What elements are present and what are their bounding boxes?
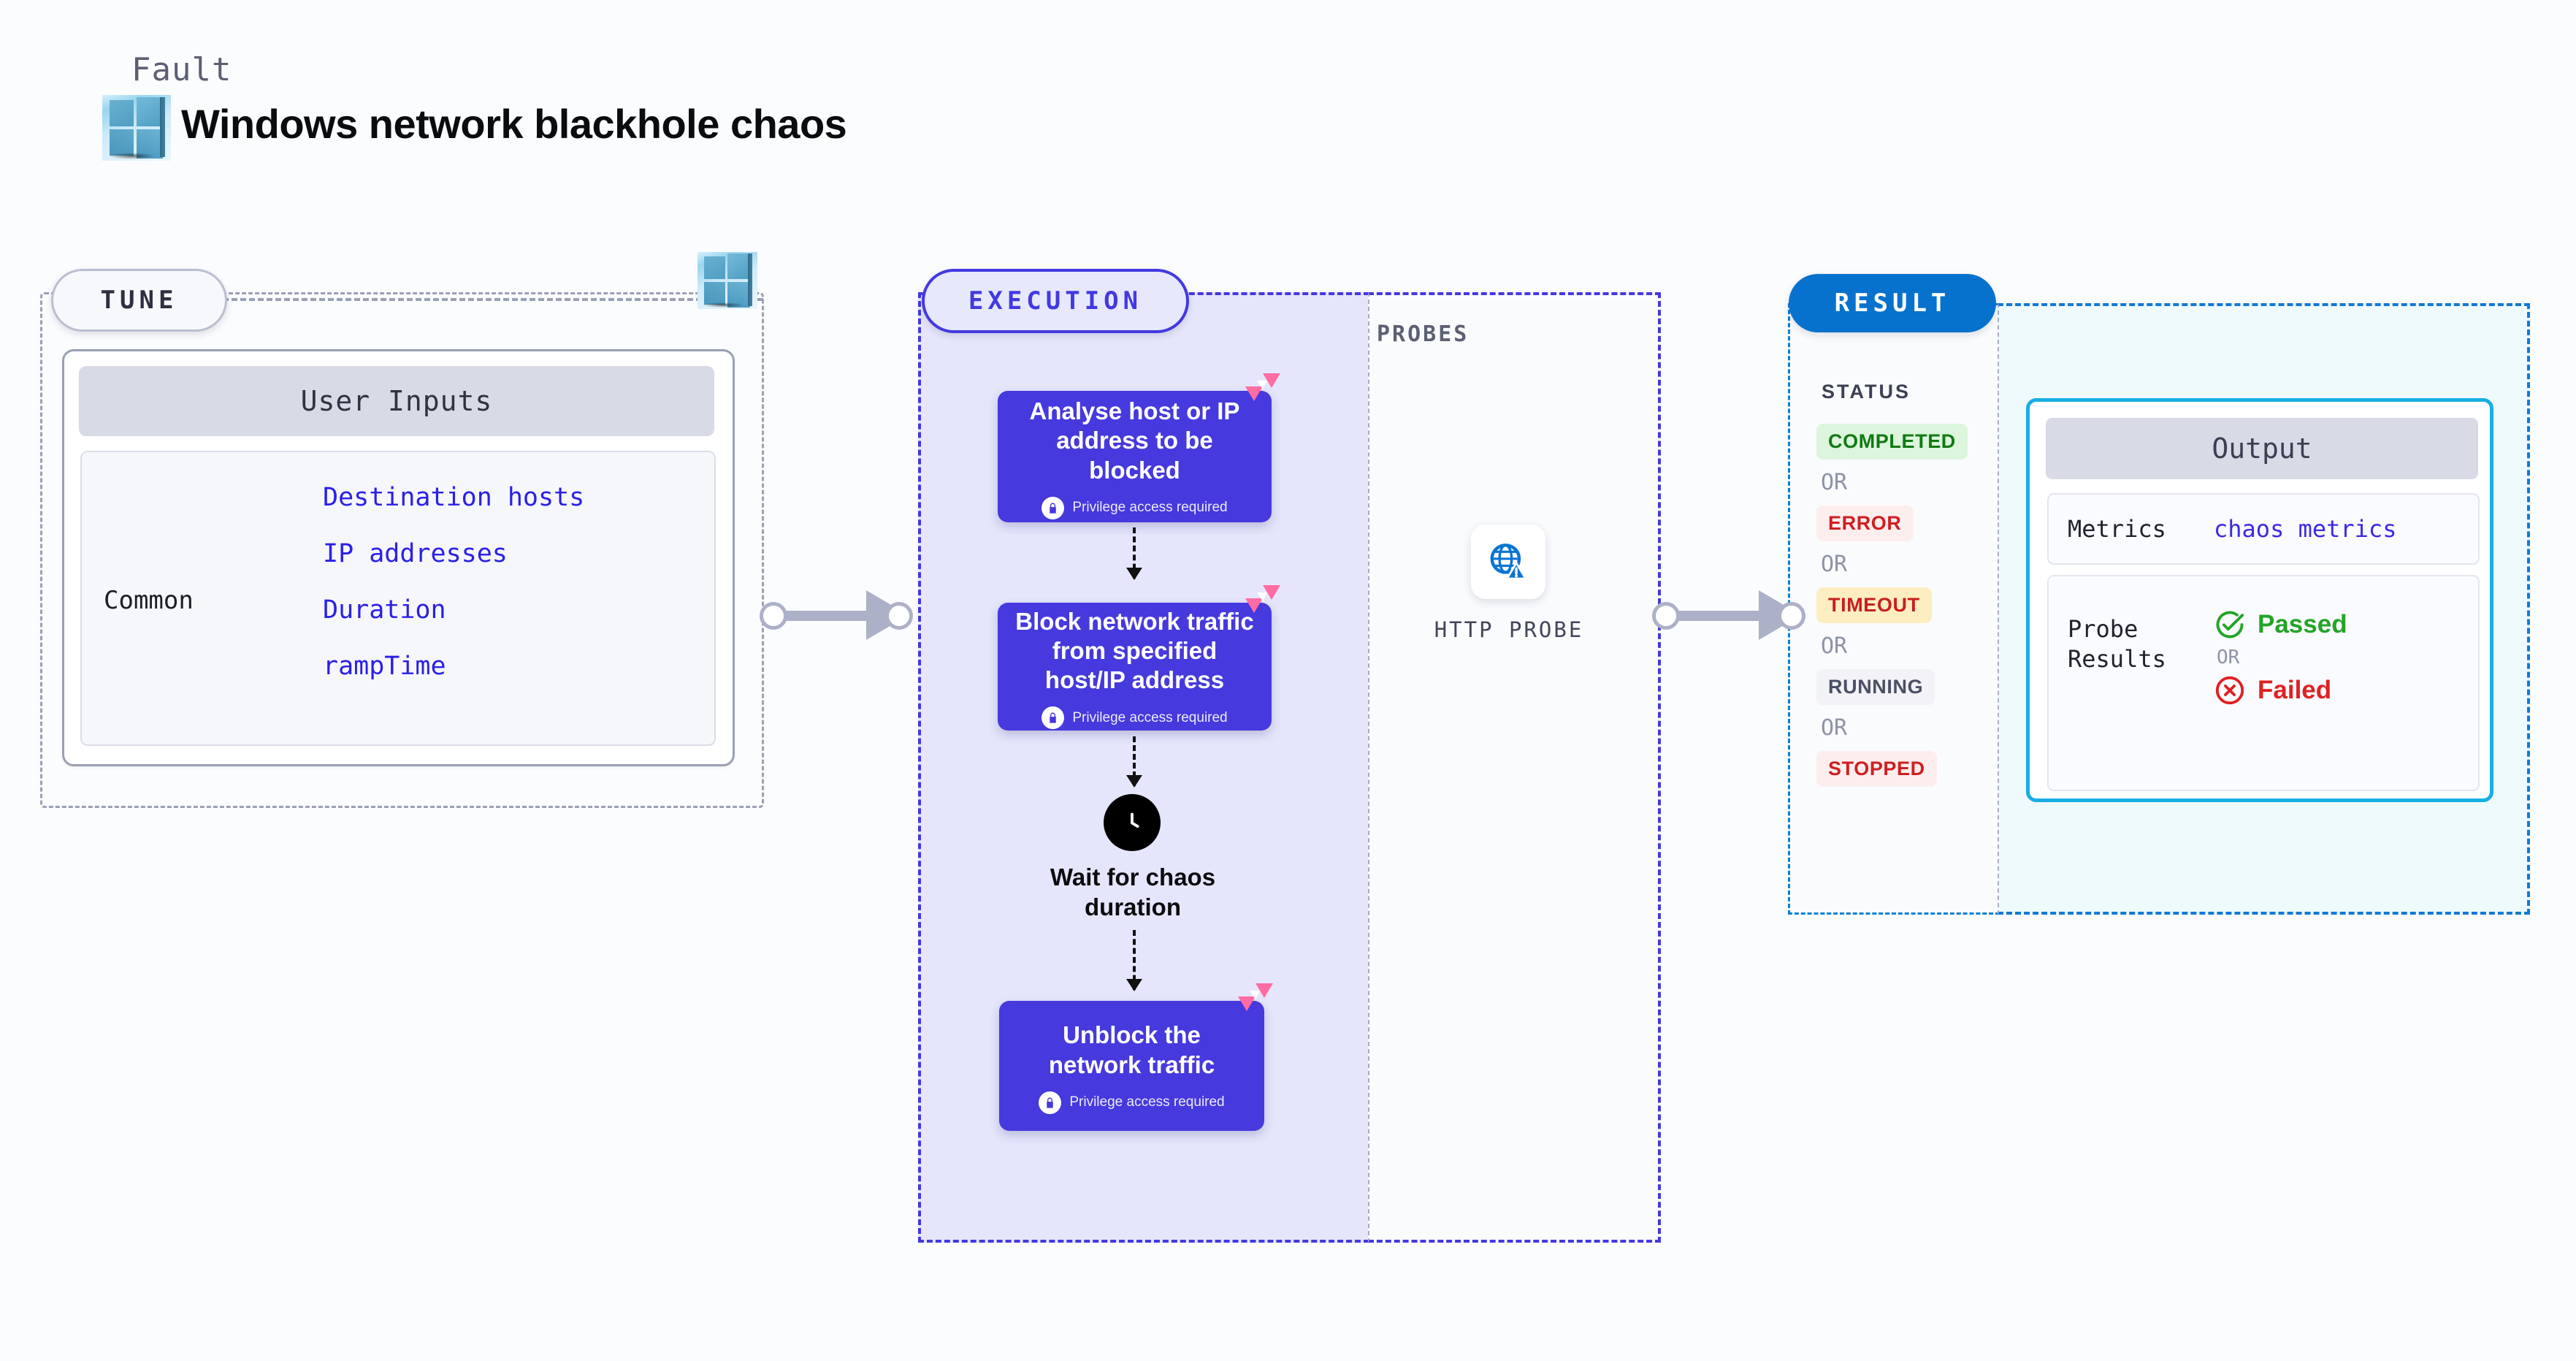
metrics-value[interactable]: chaos metrics [2214, 515, 2397, 543]
status-badge: RUNNING [1816, 669, 1935, 705]
or-separator: OR [1821, 715, 1848, 741]
probe-results-row: Probe Results Passed OR Failed [2047, 575, 2480, 791]
page-header: Fault Windows network blackhole chaos [73, 44, 1096, 183]
tune-value-duration[interactable]: Duration [323, 595, 446, 625]
result-section-pill[interactable]: RESULT [1789, 274, 1996, 332]
user-inputs-body: Common Destination hosts IP addresses Du… [80, 451, 716, 746]
probes-section-label: PROBES [1377, 321, 1469, 347]
privilege-note: Privilege access required [1042, 706, 1228, 730]
or-separator: OR [1821, 633, 1848, 659]
chaos-mark-icon [1245, 373, 1280, 401]
or-separator: OR [2217, 647, 2240, 668]
probes-section [1368, 292, 1661, 1243]
metrics-key: Metrics [2068, 514, 2166, 543]
check-circle-icon [2216, 611, 2244, 638]
globe-warning-icon[interactable] [1471, 525, 1545, 599]
chaos-mark-icon [1238, 983, 1273, 1011]
probe-failed-label: Failed [2258, 676, 2332, 704]
chaos-mark-icon [1245, 585, 1280, 613]
privilege-note: Privilege access required [1042, 496, 1228, 519]
clock-icon [1104, 794, 1161, 851]
lock-icon [1039, 1091, 1062, 1114]
probe-results-key: Probe Results [2068, 615, 2166, 673]
tune-dashed-connector-line [223, 298, 763, 301]
lock-icon [1042, 496, 1065, 519]
output-heading: Output [2046, 418, 2478, 479]
probe-failed-line: Failed [2214, 674, 2347, 706]
flow-arrow-icon [1126, 930, 1142, 991]
tune-section [40, 292, 764, 808]
lock-icon [1042, 706, 1065, 730]
user-inputs-heading: User Inputs [79, 366, 714, 436]
wait-node-label: Wait for chaos duration [1050, 864, 1216, 921]
status-badge-list: COMPLETED OR ERROR OR TIMEOUT OR RUNNING… [1816, 424, 1999, 787]
status-column-title: STATUS [1822, 381, 1911, 403]
connector-bar [773, 611, 890, 621]
connector-start-dot [760, 602, 787, 630]
fault-kicker-label: Fault [131, 51, 232, 88]
connector-bar [1665, 611, 1782, 621]
or-separator: OR [1821, 552, 1848, 577]
privilege-text: Privilege access required [1069, 1094, 1225, 1110]
execution-task-card[interactable]: Block network traffic from specified hos… [998, 585, 1280, 731]
status-badge: TIMEOUT [1816, 587, 1932, 623]
tune-value-ramptime[interactable]: rampTime [323, 652, 446, 681]
probe-passed-line: Passed [2214, 609, 2347, 641]
execution-task-card[interactable]: Analyse host or IP address to be blocked… [998, 373, 1280, 522]
metrics-row: Metrics chaos metrics [2047, 493, 2480, 565]
task-title: Block network traffic from specified hos… [1015, 607, 1254, 694]
output-card: Output Metrics chaos metrics Probe Resul… [2026, 398, 2493, 802]
windows-logo-icon [102, 95, 171, 161]
connector-execution-to-result [1652, 590, 1805, 640]
page-title: Windows network blackhole chaos [181, 101, 847, 147]
execution-probes-wrapper [918, 292, 1661, 1243]
common-group-label: Common [104, 586, 194, 615]
tune-value-ip-addresses[interactable]: IP addresses [323, 539, 508, 568]
privilege-note: Privilege access required [1039, 1091, 1225, 1114]
task-title: Analyse host or IP address to be blocked [1029, 397, 1240, 484]
user-inputs-card: User Inputs Common Destination hosts IP … [62, 349, 735, 766]
connector-end-dot [885, 602, 913, 630]
connector-tune-to-execution [760, 590, 913, 640]
windows-logo-icon [697, 252, 757, 309]
tune-section-pill[interactable]: TUNE [51, 269, 227, 332]
task-title: Unblock the network traffic [1048, 1021, 1215, 1078]
tune-value-destination-hosts[interactable]: Destination hosts [323, 483, 585, 512]
status-badge: STOPPED [1816, 751, 1937, 787]
status-badge: COMPLETED [1816, 424, 1968, 460]
http-probe-label: HTTP PROBE [1434, 617, 1584, 642]
connector-end-dot [1778, 602, 1805, 630]
connector-start-dot [1652, 602, 1680, 630]
or-separator: OR [1821, 470, 1848, 495]
flow-arrow-icon [1126, 736, 1142, 788]
probe-passed-label: Passed [2258, 610, 2347, 638]
execution-task-card[interactable]: Unblock the network traffic Privilege ac… [999, 983, 1273, 1131]
privilege-text: Privilege access required [1072, 500, 1228, 516]
common-values-list: Destination hosts IP addresses Duration … [323, 485, 666, 679]
privilege-text: Privilege access required [1072, 709, 1228, 725]
status-badge: ERROR [1816, 506, 1914, 541]
x-circle-icon [2215, 676, 2244, 705]
execution-section-pill[interactable]: EXECUTION [922, 269, 1189, 333]
flow-arrow-icon [1126, 527, 1142, 580]
